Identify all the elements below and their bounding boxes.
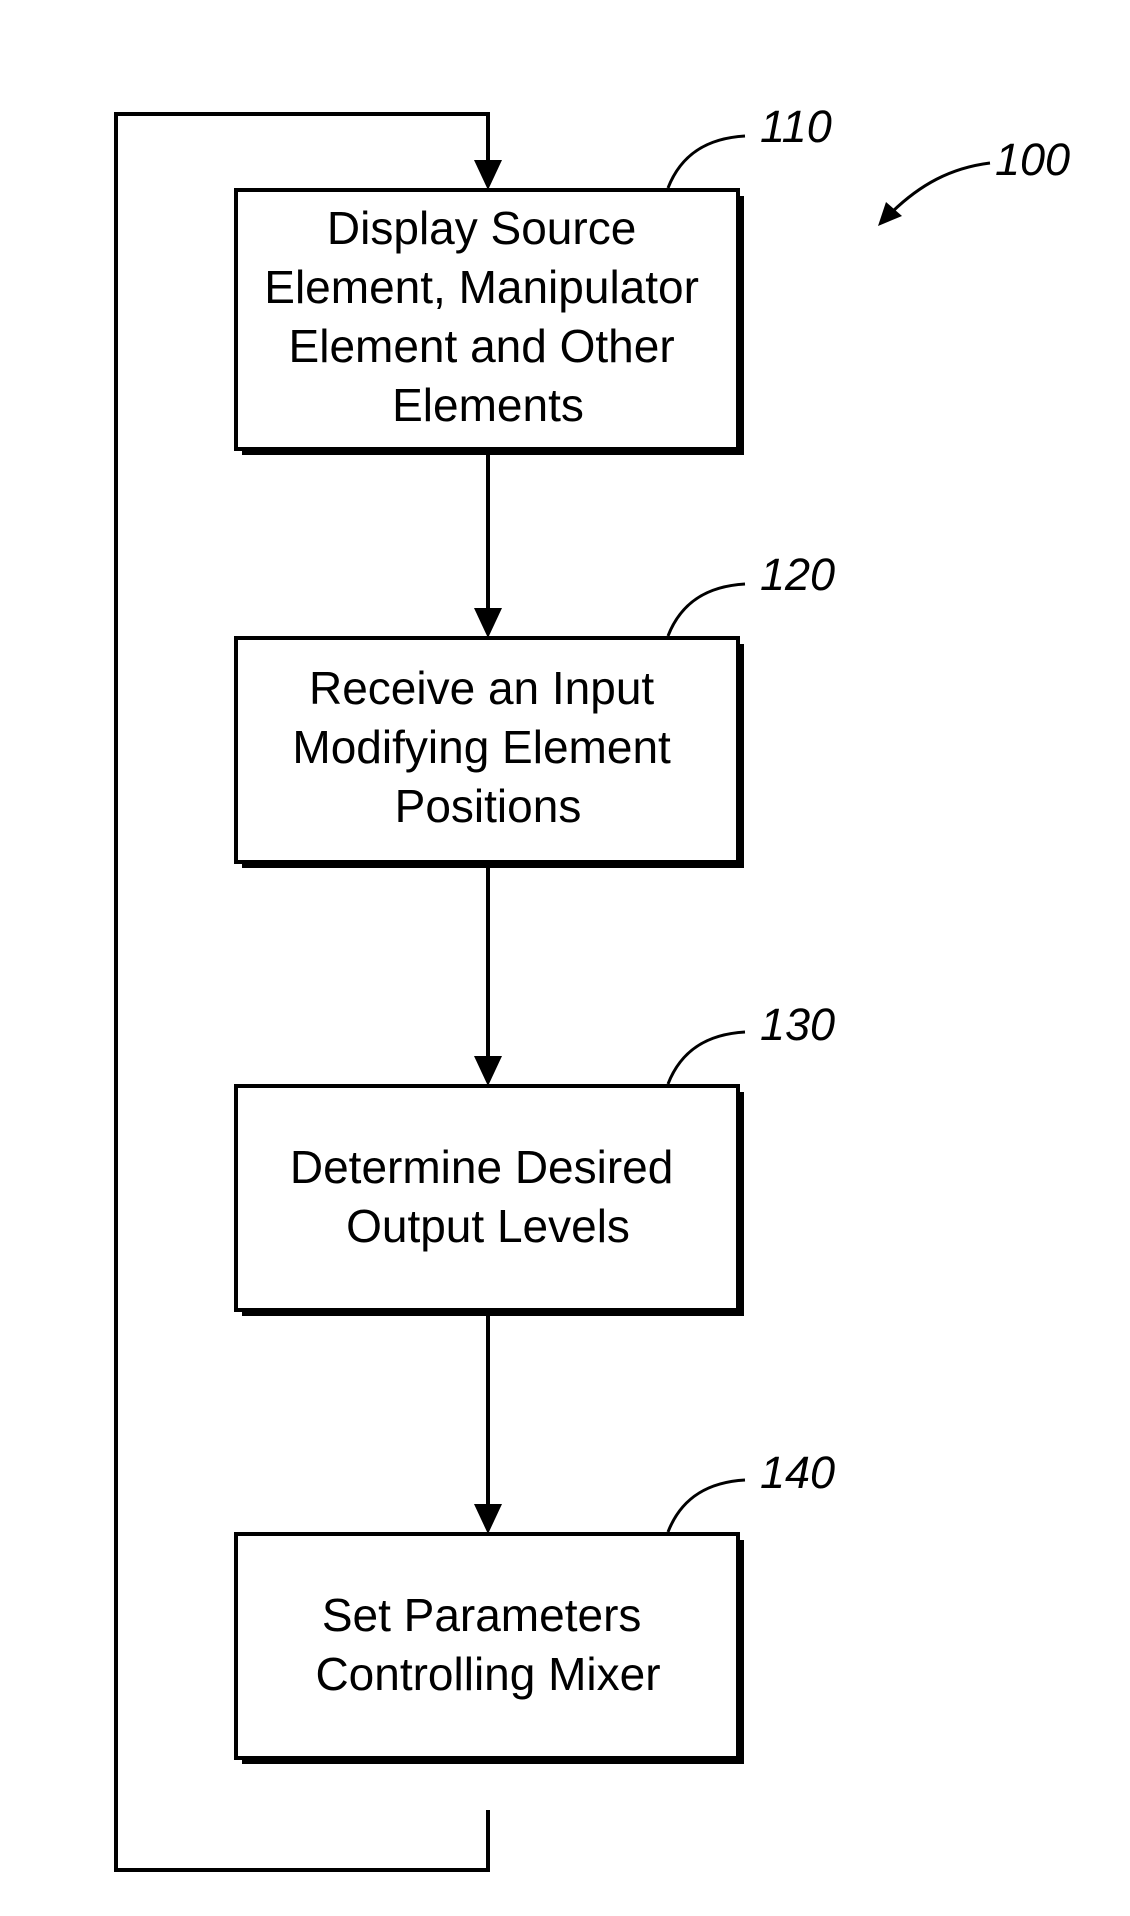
step-line: Elements (392, 379, 584, 431)
step-line: Display Source (327, 202, 636, 254)
step-line: Positions (395, 780, 582, 832)
ref-leader-110 (668, 136, 745, 188)
step-box-face (236, 1534, 738, 1758)
arrow-into-step-110 (474, 160, 502, 190)
arrow-into-step-140 (474, 1504, 502, 1534)
arrow-into-step-120 (474, 608, 502, 638)
step-line: Determine Desired (290, 1141, 673, 1193)
ref-label-110: 110 (760, 101, 832, 152)
ref-leader-130 (668, 1032, 745, 1084)
arrow-into-step-130 (474, 1056, 502, 1086)
step-120: Receive an Input Modifying Element Posit… (236, 549, 835, 868)
step-line: Output Levels (346, 1200, 630, 1252)
step-line: Modifying Element (292, 721, 671, 773)
step-140: Set Parameters Controlling Mixer 140 (236, 1447, 835, 1764)
step-line: Set Parameters (322, 1589, 642, 1641)
ref-leader-140 (668, 1480, 745, 1532)
ref-label-120: 120 (760, 549, 835, 600)
ref-leader-120 (668, 584, 745, 636)
step-line: Controlling Mixer (315, 1648, 660, 1700)
step-line: Element, Manipulator (264, 261, 699, 313)
ref-label-130: 130 (760, 999, 835, 1050)
step-box-face (236, 1086, 738, 1310)
figure-ref-label: 100 (995, 134, 1070, 185)
figure-ref-pointer (892, 163, 990, 212)
step-130: Determine Desired Output Levels 130 (236, 999, 835, 1316)
ref-label-140: 140 (760, 1447, 835, 1498)
step-line: Receive an Input (309, 662, 654, 714)
step-110: Display Source Element, Manipulator Elem… (236, 101, 832, 455)
figure-ref-100: 100 (878, 134, 1070, 226)
step-line: Element and Other (289, 320, 675, 372)
